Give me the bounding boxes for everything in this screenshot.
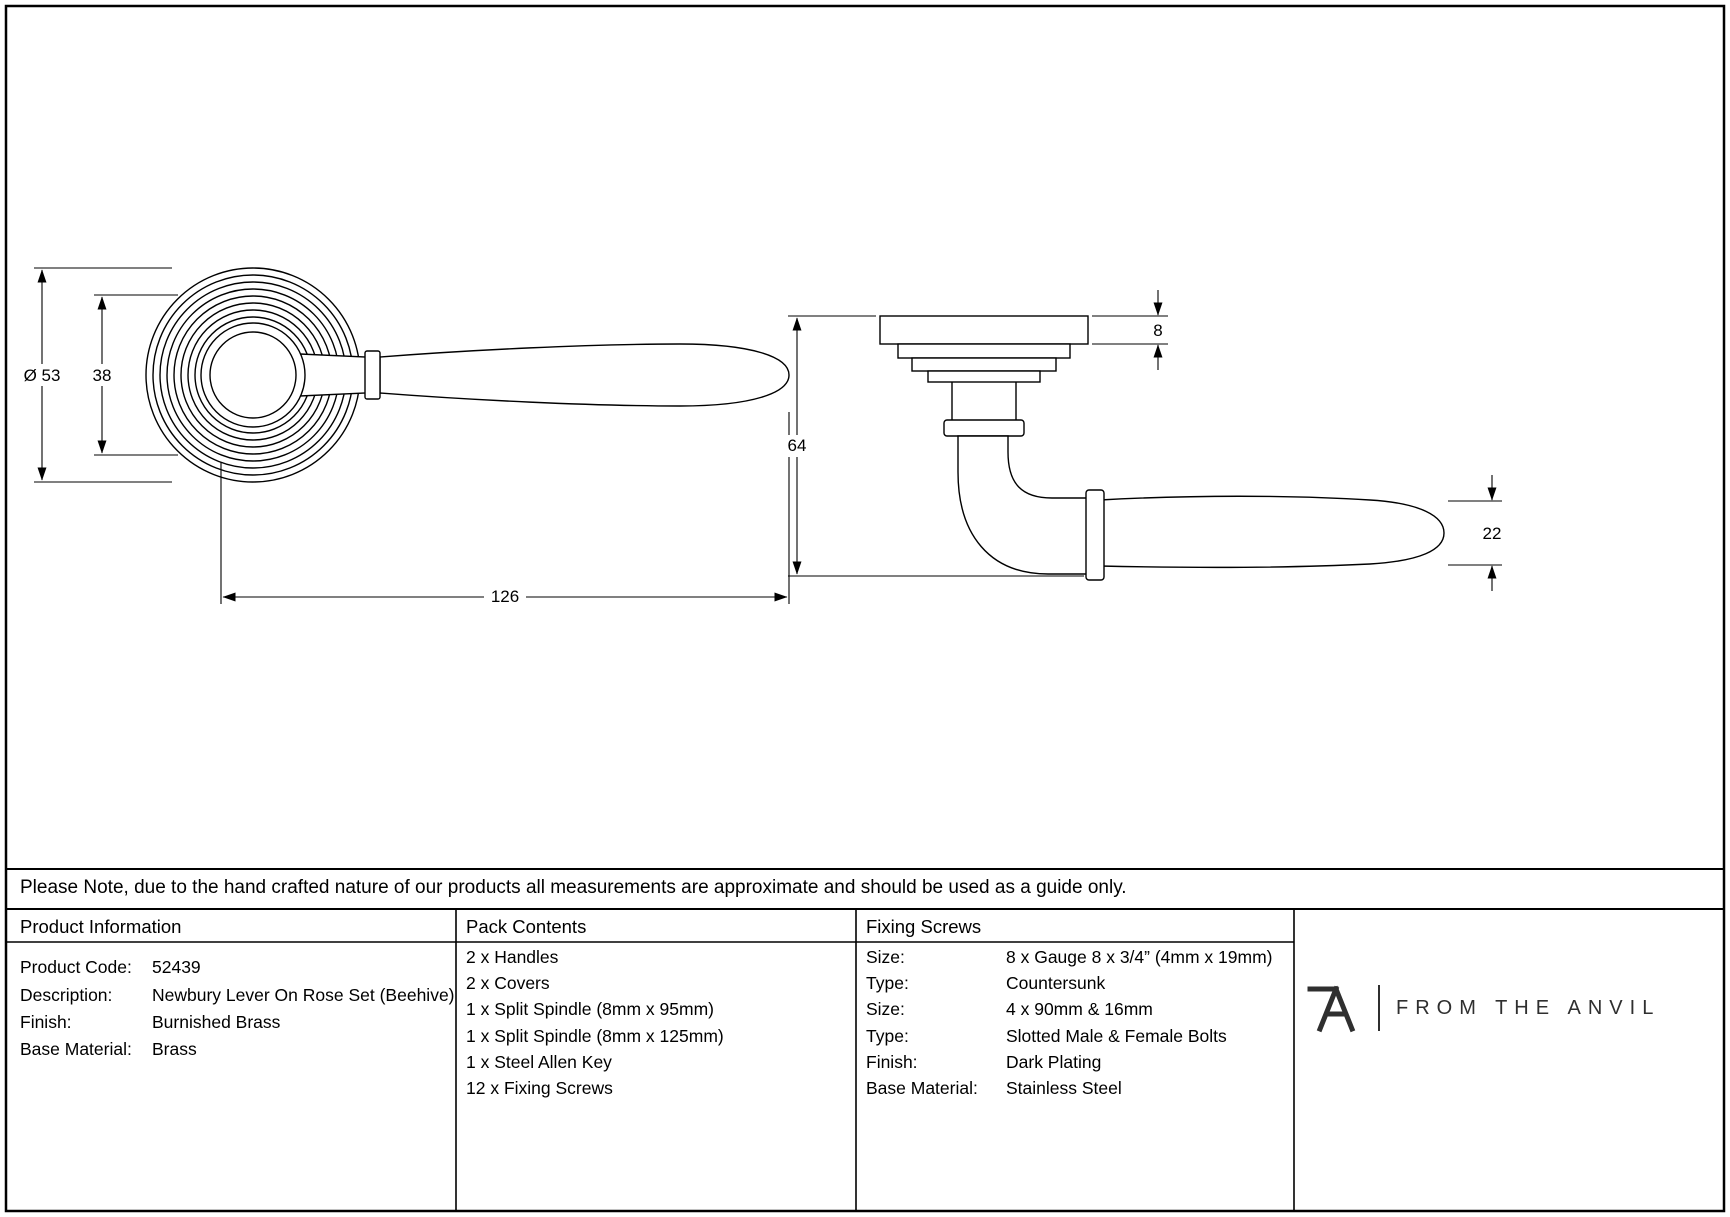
row-value: Dark Plating	[1006, 1052, 1102, 1072]
frame-and-grid	[4, 4, 1726, 1213]
lever-neck	[299, 353, 367, 397]
row-value: Slotted Male & Female Bolts	[1006, 1026, 1227, 1046]
header-product-information: Product Information	[20, 916, 182, 937]
header-fixing-screws: Fixing Screws	[866, 916, 982, 937]
row-label: Size:	[866, 947, 905, 967]
row-value: 52439	[152, 957, 201, 977]
front-view-drawing	[145, 267, 790, 483]
rose-plate-side	[879, 315, 1089, 345]
row-value: 8 x Gauge 8 x 3/4” (4mm x 19mm)	[1006, 947, 1273, 967]
lever-grip-side	[1099, 495, 1445, 569]
pack-item: 1 x Split Spindle (8mm x 95mm)	[466, 999, 714, 1019]
pack-item: 2 x Covers	[466, 973, 550, 993]
dimension-labels: Ø 53 38 126 8 64 22	[24, 321, 1502, 606]
pack-item: 1 x Split Spindle (8mm x 125mm)	[466, 1026, 724, 1046]
brand-logo: FROM THE ANVIL	[1306, 982, 1660, 1034]
stem-flange	[943, 419, 1025, 437]
row-label: Size:	[866, 999, 905, 1019]
row-label: Finish:	[866, 1052, 918, 1072]
row-value: Newbury Lever On Rose Set (Beehive)	[152, 985, 455, 1005]
row-label: Product Code:	[20, 957, 132, 977]
row-label: Base Material:	[866, 1078, 978, 1098]
dim-lever-thickness: 22	[1483, 524, 1502, 543]
logo-divider	[1378, 985, 1380, 1031]
dim-rose-inner: 38	[93, 366, 112, 385]
dimension-label-backgrounds	[17, 364, 814, 608]
dim-lever-length: 126	[491, 587, 519, 606]
row-label: Description:	[20, 985, 113, 1005]
row-label: Finish:	[20, 1012, 72, 1032]
pack-item: 12 x Fixing Screws	[466, 1078, 613, 1098]
row-value: Brass	[152, 1039, 197, 1059]
pack-item: 2 x Handles	[466, 947, 559, 967]
row-value: Countersunk	[1006, 973, 1106, 993]
brand-name: FROM THE ANVIL	[1396, 996, 1661, 1019]
grip-collar-ring	[1085, 489, 1105, 581]
header-pack-contents: Pack Contents	[466, 916, 587, 937]
measurement-note: Please Note, due to the hand crafted nat…	[20, 877, 1127, 898]
lever-elbow	[957, 435, 1091, 575]
row-label: Base Material:	[20, 1039, 132, 1059]
dim-rose-diameter: Ø 53	[24, 366, 61, 385]
dim-plate-thickness: 8	[1153, 321, 1162, 340]
row-value: Stainless Steel	[1006, 1078, 1122, 1098]
row-value: Burnished Brass	[152, 1012, 281, 1032]
pack-item: 1 x Steel Allen Key	[466, 1052, 612, 1072]
lever-collar-ring	[364, 350, 381, 400]
dim-projection: 64	[788, 436, 807, 455]
side-view-drawing	[879, 315, 1445, 581]
anvil-logo-icon	[1307, 985, 1356, 1033]
lever-grip-front	[379, 343, 790, 407]
row-value: 4 x 90mm & 16mm	[1006, 999, 1153, 1019]
row-label: Type:	[866, 973, 909, 993]
row-label: Type:	[866, 1026, 909, 1046]
